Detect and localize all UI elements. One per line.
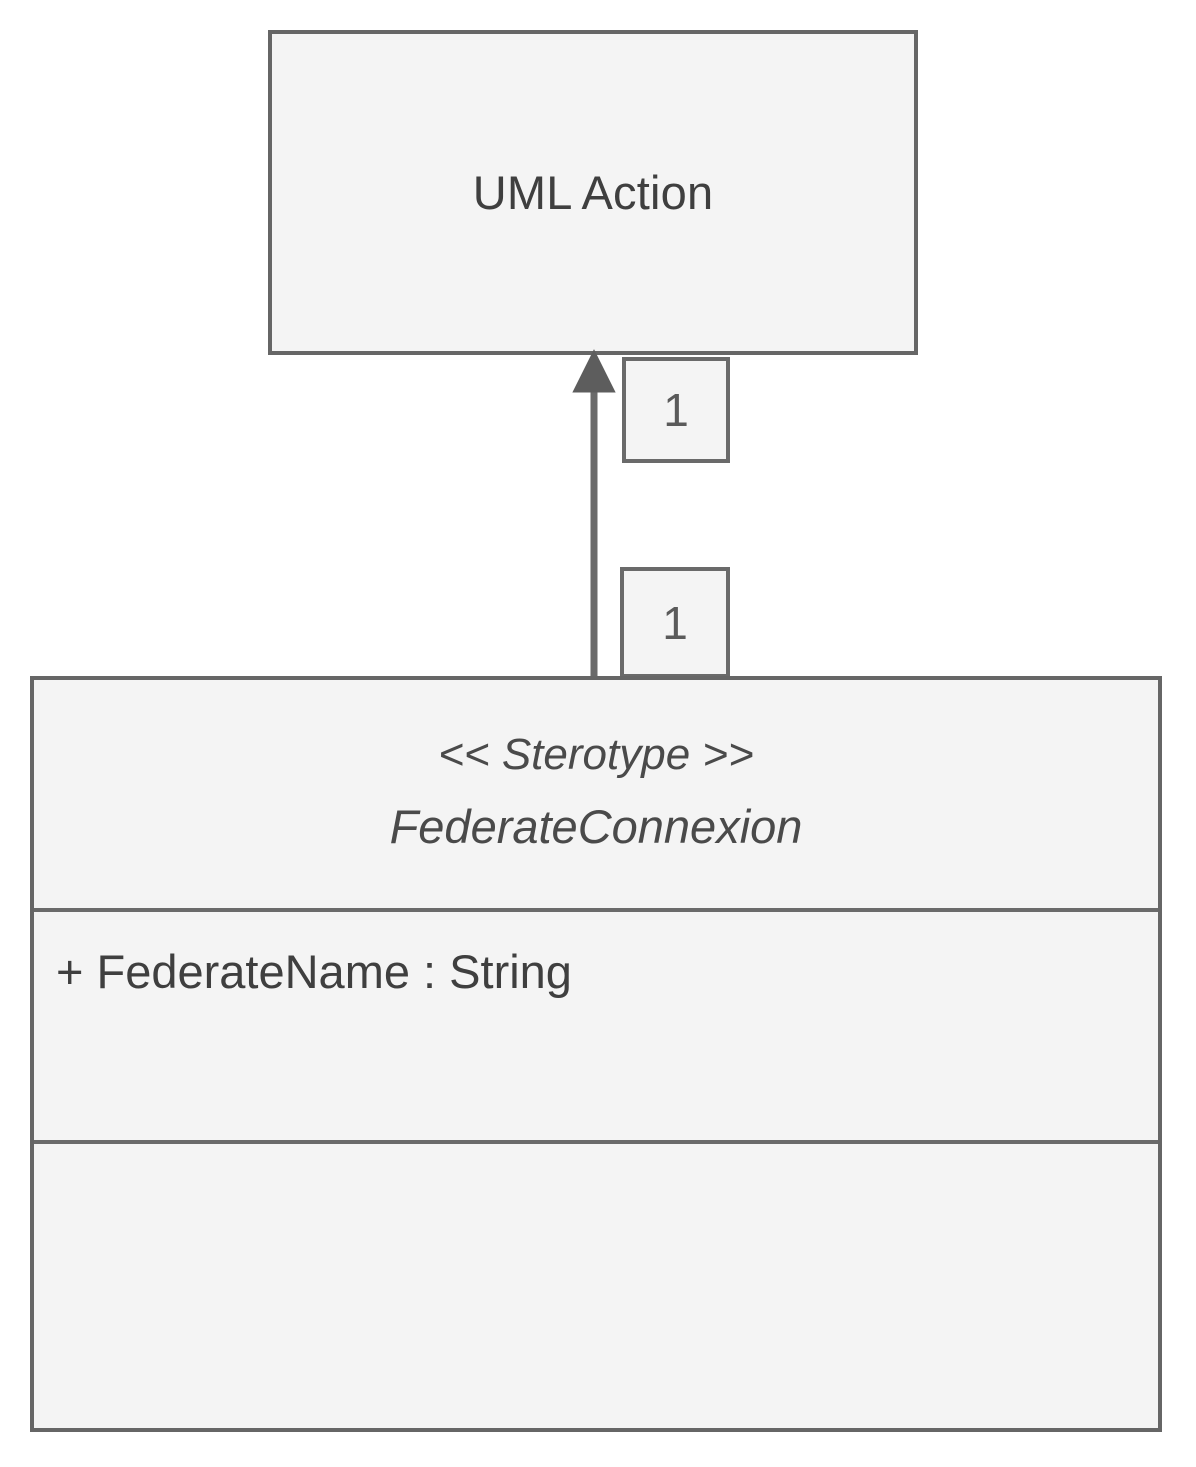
multiplicity-label-source-text: 1	[663, 384, 689, 436]
uml-class-federate-connexion-box[interactable]: << Sterotype >> FederateConnexion + Fede…	[30, 676, 1162, 1432]
multiplicity-label-target[interactable]: 1	[620, 567, 730, 678]
multiplicity-label-target-text: 1	[662, 596, 688, 649]
class-attributes-compartment: + FederateName : String	[34, 908, 1158, 1140]
class-header-compartment: << Sterotype >> FederateConnexion	[34, 680, 1158, 908]
multiplicity-label-source[interactable]: 1	[622, 357, 730, 463]
class-name-label: FederateConnexion	[389, 799, 803, 853]
class-attribute-row: + FederateName : String	[56, 945, 572, 998]
class-operations-compartment	[34, 1140, 1158, 1428]
class-stereotype-label: << Sterotype >>	[438, 729, 754, 779]
generalization-arrowhead-icon	[572, 349, 616, 393]
uml-class-action-title: UML Action	[472, 166, 714, 219]
uml-class-action-box[interactable]: UML Action	[268, 30, 918, 355]
